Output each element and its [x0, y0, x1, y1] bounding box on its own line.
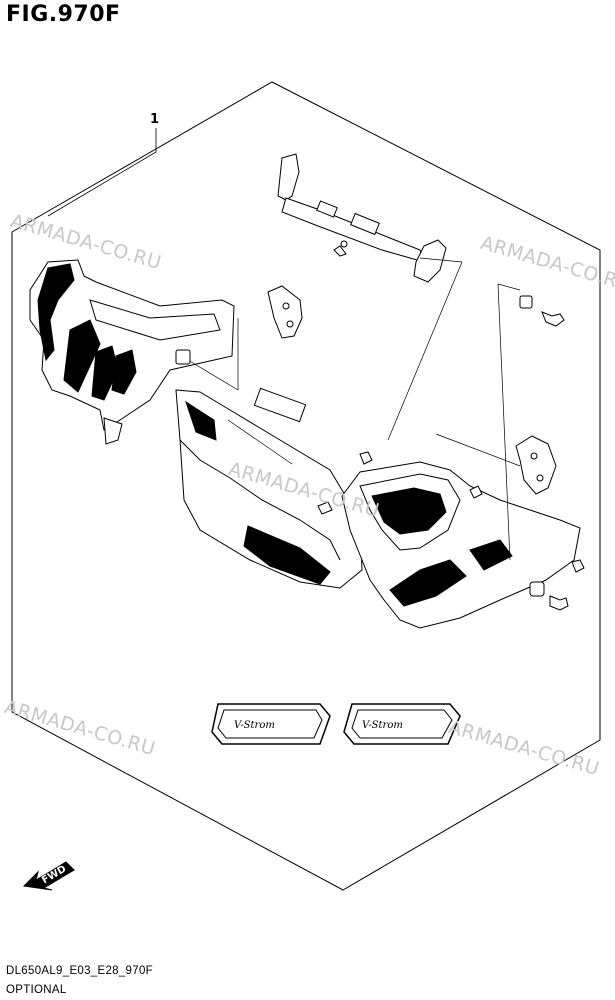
- callout-leader: [47, 128, 157, 217]
- emblem-right-text: V-Strom: [362, 720, 403, 731]
- right-stay-bracket: [515, 435, 557, 495]
- emblem-right: V-Strom: [343, 703, 461, 745]
- dash-line: [419, 257, 463, 263]
- right-side-guard: [341, 461, 581, 629]
- center-skid-plate: [175, 389, 363, 589]
- diagram-code: DL650AL9_E03_E28_970F: [6, 965, 153, 977]
- diagram-note: OPTIONAL: [6, 984, 67, 996]
- fwd-arrow-icon: FWD: [20, 850, 80, 900]
- kit-outline: [11, 81, 601, 891]
- top-mounting-bracket: [277, 153, 447, 283]
- fwd-label: FWD: [40, 864, 68, 887]
- left-side-guard: [29, 259, 235, 445]
- emblem-left: V-Strom: [211, 703, 331, 745]
- left-stay-bracket: [267, 285, 303, 339]
- dash-line: [497, 283, 521, 291]
- rubber-pad: [253, 387, 307, 423]
- dash-line: [387, 261, 463, 441]
- dash-line: [435, 433, 521, 467]
- figure-title: FIG.970F: [6, 2, 121, 27]
- callout-number: 1: [150, 112, 160, 127]
- dash-line: [227, 419, 293, 465]
- dash-line: [187, 359, 239, 391]
- fastener: [175, 295, 585, 611]
- emblem-left-text: V-Strom: [234, 720, 275, 731]
- dash-line: [497, 283, 511, 561]
